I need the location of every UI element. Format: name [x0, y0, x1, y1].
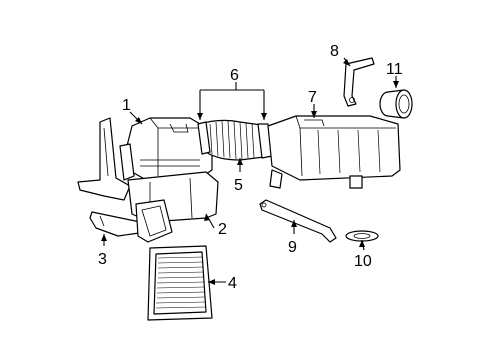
- hose-coupler-part: [379, 89, 413, 119]
- support-rod-part: [259, 199, 337, 243]
- intake-duct-part: [197, 119, 273, 161]
- seal-ring-part: [345, 230, 379, 242]
- callout-5: 5: [234, 177, 243, 194]
- callout-7: 7: [308, 89, 317, 106]
- callout-9: 9: [288, 239, 297, 256]
- callout-10: 10: [354, 253, 372, 270]
- callout-3: 3: [98, 251, 107, 268]
- air-cleaner-housing-part: [119, 117, 213, 183]
- leader-arrowheads: [101, 59, 399, 285]
- callout-2: 2: [218, 221, 227, 238]
- housing-lower-tray-part: [127, 171, 219, 243]
- air-filter-element-part: [147, 245, 213, 321]
- resonator-part: [267, 115, 401, 189]
- bracket-part: [77, 117, 147, 237]
- callout-4: 4: [228, 275, 237, 292]
- callout-1: 1: [122, 97, 131, 114]
- callout-11: 11: [386, 61, 403, 78]
- support-bracket-part: [343, 57, 375, 107]
- callout-6: 6: [230, 67, 239, 84]
- callout-8: 8: [330, 43, 339, 60]
